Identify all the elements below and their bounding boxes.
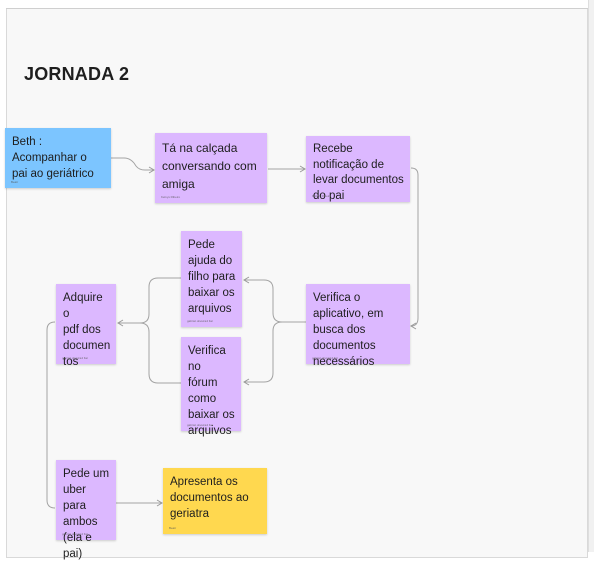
connector-verifica-forum	[243, 321, 306, 386]
sticky-note-text: Pede um uber para ambos (ela e pai)	[63, 468, 110, 560]
sticky-note-author: gabriel.oliveira4 fiar	[312, 356, 339, 360]
sticky-note-text: Adquire o pdf dos documen tos	[63, 292, 111, 368]
sticky-note-verifica-app[interactable]: Verifica o aplicativo, em busca dos docu…	[306, 284, 410, 368]
board-top-border	[6, 8, 588, 9]
sticky-note-author: gabriel.oliveira4 fiar	[62, 532, 89, 536]
sticky-note-text: Apresenta os documentos ao geriatra	[170, 476, 249, 520]
sticky-note-text: Beth : Acompanhar o pai ao geriátrico	[12, 136, 94, 180]
sticky-note-apresenta[interactable]: Apresenta os documentos ao geriatra Beat…	[163, 468, 267, 534]
connector-adquire-uber	[46, 321, 56, 509]
sticky-note-author: Beatr	[169, 526, 177, 530]
sticky-note-forum[interactable]: Verifica no fórum como baixar os arquivo…	[181, 337, 241, 437]
connector-ajuda-adquire	[117, 277, 181, 327]
sticky-note-text: Verifica o aplicativo, em busca dos docu…	[313, 292, 384, 368]
board-title: JORNADA 2	[24, 64, 130, 84]
sticky-note-author: gabriel.oliveira4 fiar	[187, 319, 214, 323]
sticky-note-notificacao[interactable]: Recebe notificação de levar documentos d…	[306, 136, 410, 202]
sticky-note-ajuda[interactable]: Pede ajuda do filho para baixar os arqui…	[181, 231, 242, 327]
connector-verifica-ajuda	[243, 276, 306, 323]
sticky-note-uber[interactable]: Pede um uber para ambos (ela e pai) gabr…	[56, 460, 116, 560]
sticky-note-beth[interactable]: Beth : Acompanhar o pai ao geriátrico Be…	[5, 128, 111, 188]
sticky-note-author: gabriel.oliveira4 fiar	[187, 423, 214, 427]
sticky-note-text: Recebe notificação de levar documentos d…	[313, 143, 404, 202]
connector-forum-adquire	[139, 322, 181, 384]
sticky-note-text: Verifica no fórum como baixar os arquivo…	[188, 345, 235, 437]
connector-beth-calcada	[111, 157, 155, 174]
connector-notificacao-verifica	[410, 167, 419, 330]
sticky-note-author: Beatr	[11, 180, 19, 184]
sticky-note-author: gabriel.oliveira4 fiar	[62, 356, 89, 360]
sticky-note-calcada[interactable]: Tá na calçada conversando com amiga Kelv…	[155, 133, 267, 203]
sticky-note-text: Tá na calçada conversando com amiga	[162, 141, 257, 191]
sticky-note-author: Kelvys Ribeiro	[312, 194, 332, 198]
sticky-note-text: Pede ajuda do filho para baixar os arqui…	[188, 239, 236, 315]
vertical-scrollbar[interactable]	[588, 0, 594, 552]
sticky-note-adquire[interactable]: Adquire o pdf dos documen tos gabriel.ol…	[56, 284, 116, 368]
sticky-note-author: Kelvys Ribeiro	[161, 195, 181, 199]
